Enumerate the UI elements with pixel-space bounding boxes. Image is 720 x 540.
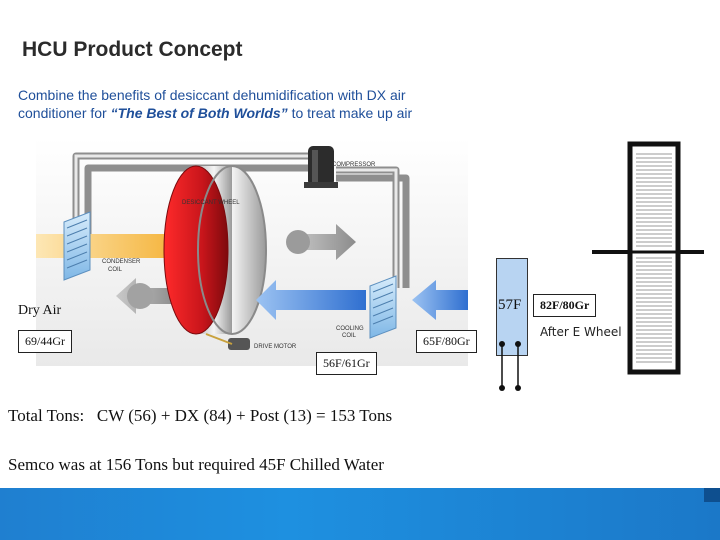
subtitle-line-2-prefix: conditioner for — [18, 105, 111, 121]
sensor-probes — [499, 341, 521, 391]
exhaust-blower — [286, 230, 310, 254]
process-air-arrow — [256, 280, 366, 320]
condenser-label-2: COIL — [108, 267, 123, 273]
dry-air-label: Dry Air — [18, 303, 62, 318]
temp-57-label: 57F — [498, 297, 522, 313]
leaving-coil-condition-box: 56F/61Gr — [316, 352, 377, 375]
page-title: HCU Product Concept — [22, 38, 243, 61]
footer-bar — [0, 488, 720, 540]
condenser-label-1: CONDENSER — [102, 259, 141, 265]
return-air-arrow — [412, 280, 468, 320]
exhaust-blower-arrow — [292, 224, 356, 260]
energy-wheel-unit — [592, 141, 704, 375]
total-tons-text: Total Tons: CW (56) + DX (84) + Post (13… — [8, 406, 393, 425]
after-wheel-condition-box: 65F/80Gr — [416, 330, 477, 353]
condition-82-box: 82F/80Gr — [533, 294, 597, 317]
cooling-coil-label-1: COOLING — [336, 326, 364, 332]
drive-motor — [205, 333, 250, 350]
hcu-diagram: COMPRESSOR CONDENSER COIL DESICCANT WHEE… — [36, 138, 468, 366]
cooling-coil-label-2: COIL — [342, 333, 357, 339]
subtitle-line-2-suffix: to treat make up air — [287, 105, 413, 121]
desiccant-wheel — [163, 165, 267, 335]
subtitle-line-1: Combine the benefits of desiccant dehumi… — [18, 87, 406, 103]
semco-note-text: Semco was at 156 Tons but required 45F C… — [8, 455, 384, 474]
cooling-coil — [369, 275, 397, 339]
supply-blower — [127, 283, 153, 309]
subtitle-emphasis: “The Best of Both Worlds” — [110, 105, 288, 121]
compressor — [304, 146, 338, 188]
sensor-column — [496, 258, 528, 356]
condenser-coil — [63, 211, 91, 281]
compressor-label: COMPRESSOR — [332, 162, 376, 168]
page-subtitle: Combine the benefits of desiccant dehumi… — [18, 86, 488, 122]
after-e-wheel-label: After E Wheel — [540, 325, 622, 339]
supply-condition-box: 69/44Gr — [18, 330, 72, 353]
desiccant-wheel-label: DESICCANT WHEEL — [182, 200, 240, 206]
footer-corner-tab — [704, 488, 720, 502]
drive-motor-label: DRIVE MOTOR — [254, 344, 297, 350]
